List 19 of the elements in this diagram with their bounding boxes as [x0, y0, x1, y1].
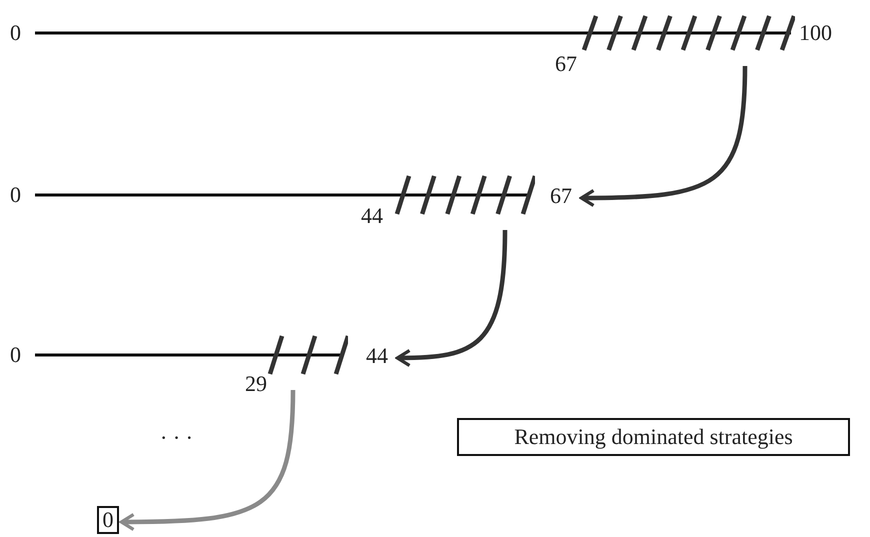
result-box — [97, 506, 119, 534]
tick-label: 100 — [799, 22, 832, 44]
tick-label: 0 — [10, 344, 21, 366]
curved-arrow — [396, 230, 508, 367]
ellipsis: · · · — [160, 427, 193, 449]
number-text: 67 — [550, 185, 572, 207]
tick-label: 67 — [555, 53, 577, 75]
hatched-number-line — [35, 334, 348, 376]
hatched-number-line — [35, 14, 795, 52]
tick-label: 0 — [10, 22, 21, 44]
tick-label: 44 — [361, 205, 383, 227]
number-text: 44 — [366, 345, 388, 367]
box-text: Removing dominated strategies — [514, 426, 793, 448]
curved-arrow — [580, 66, 748, 208]
caption-box — [457, 418, 850, 456]
tick-label: 29 — [245, 373, 267, 395]
box-text: 0 — [102, 509, 114, 531]
tick-label: 0 — [10, 184, 21, 206]
curved-arrow — [120, 390, 296, 532]
